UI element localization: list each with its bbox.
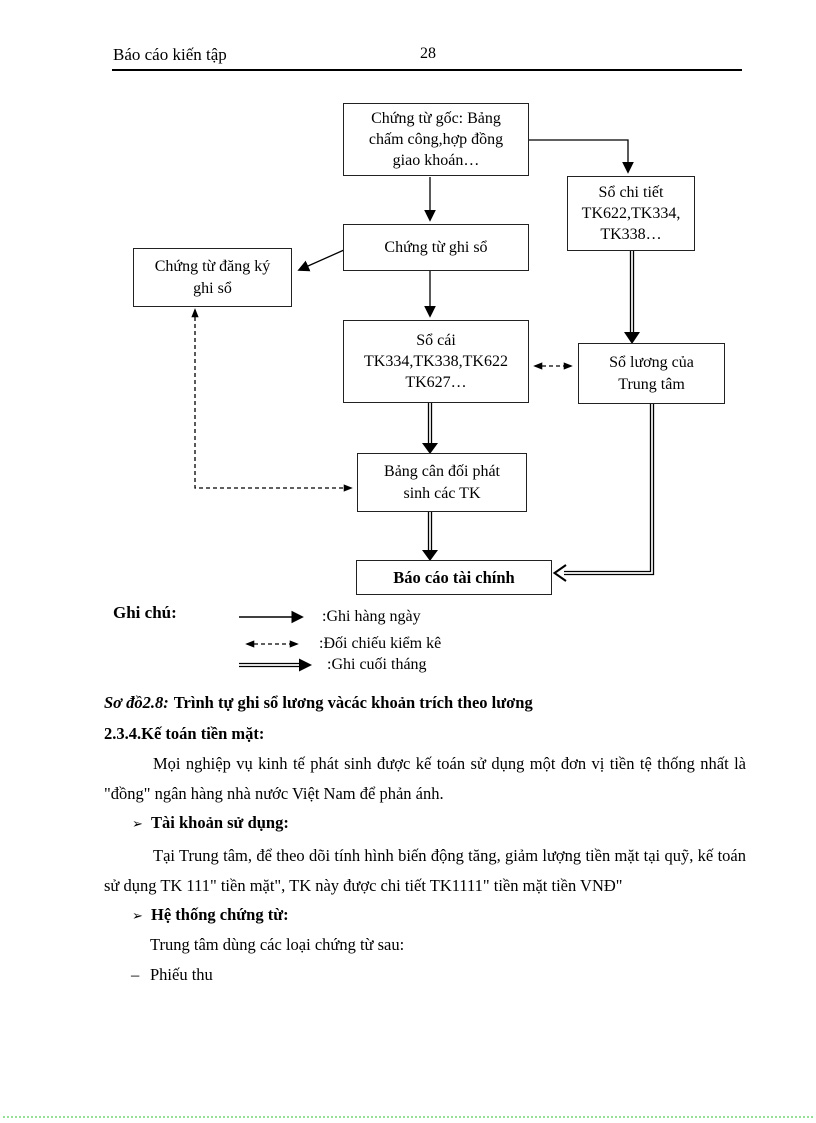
list-item-label: Phiếu thu [150,965,213,984]
paragraph: Mọi nghiệp vụ kinh tế phát sinh được kế … [104,754,746,803]
page-title: Báo cáo kiến tập [113,45,227,64]
body-text: Sơ đồ2.8:Trình tự ghi sổ lương vàcác kho… [104,691,746,990]
flowchart-box-payroll-book: Sổ lương của Trung tâm [578,343,725,404]
bullet-item-vouchers: ➢ Hệ thống chứng từ: [104,902,746,930]
bullet-item-accounts: ➢ Tài khoản sử dụng: [104,810,746,838]
bullet-label: Tài khoản sử dụng: [151,813,289,832]
intro-line: Trung tâm dùng các loại chứng từ sau: [150,935,405,954]
arrow-ghiso-to-dangky [297,249,345,272]
legend-item-label: :Đối chiếu kiểm kê [319,635,442,652]
page-number: 28 [420,45,436,62]
header-rule [112,69,742,71]
dash-bullet-icon: – [131,965,140,984]
arrow-goc-to-chitiet [529,139,634,174]
caption-number: Sơ đồ2.8: [104,693,169,712]
flowchart-box-detail-ledger: Sổ chi tiết TK622,TK334, TK338… [567,176,695,251]
flowchart-box-register-voucher: Chứng từ đăng ký ghi sổ [133,248,292,307]
arrowhead-bullet-icon: ➢ [132,817,143,832]
paragraph: Tại Trung tâm, để theo dõi tính hình biế… [104,846,746,895]
legend-item-monthly: :Ghi cuối tháng [238,656,427,674]
double-arrow-icon [239,658,312,672]
flowchart-box-source-documents: Chứng từ gốc: Bảng chấm công,hợp đồng gi… [343,103,529,176]
legend-item-label: :Ghi hàng ngày [322,608,421,625]
flowchart-box-recording-voucher: Chứng từ ghi sổ [343,224,529,271]
legend-title: Ghi chú: [113,603,177,622]
caption-text: Trình tự ghi sổ lương vàcác khoản trích … [173,693,533,712]
diagram-caption: Sơ đồ2.8:Trình tự ghi sổ lương vàcác kho… [104,691,746,715]
page-bottom-rule [3,1116,813,1118]
dashed-arrow-icon [245,640,299,648]
flowchart-connectors [191,139,655,582]
legend-item-label: :Ghi cuối tháng [327,656,427,673]
double-arrow-soluong-to-baocao [564,404,652,573]
flowchart-box-trial-balance: Bảng cân đối phát sinh các TK [357,453,527,512]
flowchart-box-financial-report: Báo cáo tài chính [356,560,552,595]
solid-arrow-icon [239,610,304,624]
dashed-arrow-dangky-bangcandoi [191,308,353,492]
legend-item-daily: :Ghi hàng ngày [238,608,421,626]
legend-item-reconcile: :Đối chiếu kiểm kê [241,635,441,653]
bullet-label: Hệ thống chứng từ: [151,905,289,924]
arrowhead-bullet-icon: ➢ [132,909,143,924]
section-heading: 2.3.4.Kế toán tiền mặt: [104,724,265,743]
flowchart-box-general-ledger: Sổ cái TK334,TK338,TK622 TK627… [343,320,529,403]
list-item: – Phiếu thu [104,960,746,990]
